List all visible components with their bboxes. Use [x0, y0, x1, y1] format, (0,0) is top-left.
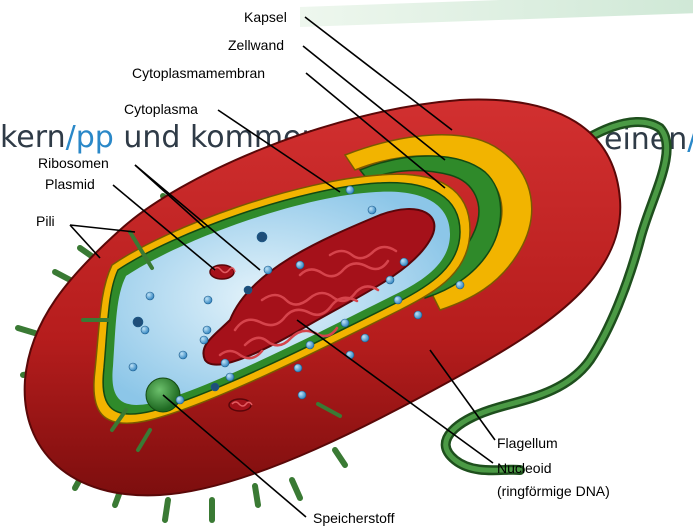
label-kapsel: Kapsel: [244, 9, 287, 25]
label-ribosomen: Ribosomen: [38, 155, 109, 171]
label-speicherstoff: Speicherstoff: [313, 510, 395, 526]
label-nucleoid: Nucleoid: [497, 460, 551, 476]
label-flagellum: Flagellum: [497, 435, 558, 451]
label-pili: Pili: [36, 213, 55, 229]
label-plasmid: Plasmid: [45, 176, 95, 192]
label-nucleoid-detail: (ringförmige DNA): [497, 483, 610, 499]
label-cytoplasmamembran: Cytoplasmamembran: [132, 65, 265, 81]
label-zellwand: Zellwand: [228, 37, 284, 53]
label-cytoplasma: Cytoplasma: [124, 101, 198, 117]
